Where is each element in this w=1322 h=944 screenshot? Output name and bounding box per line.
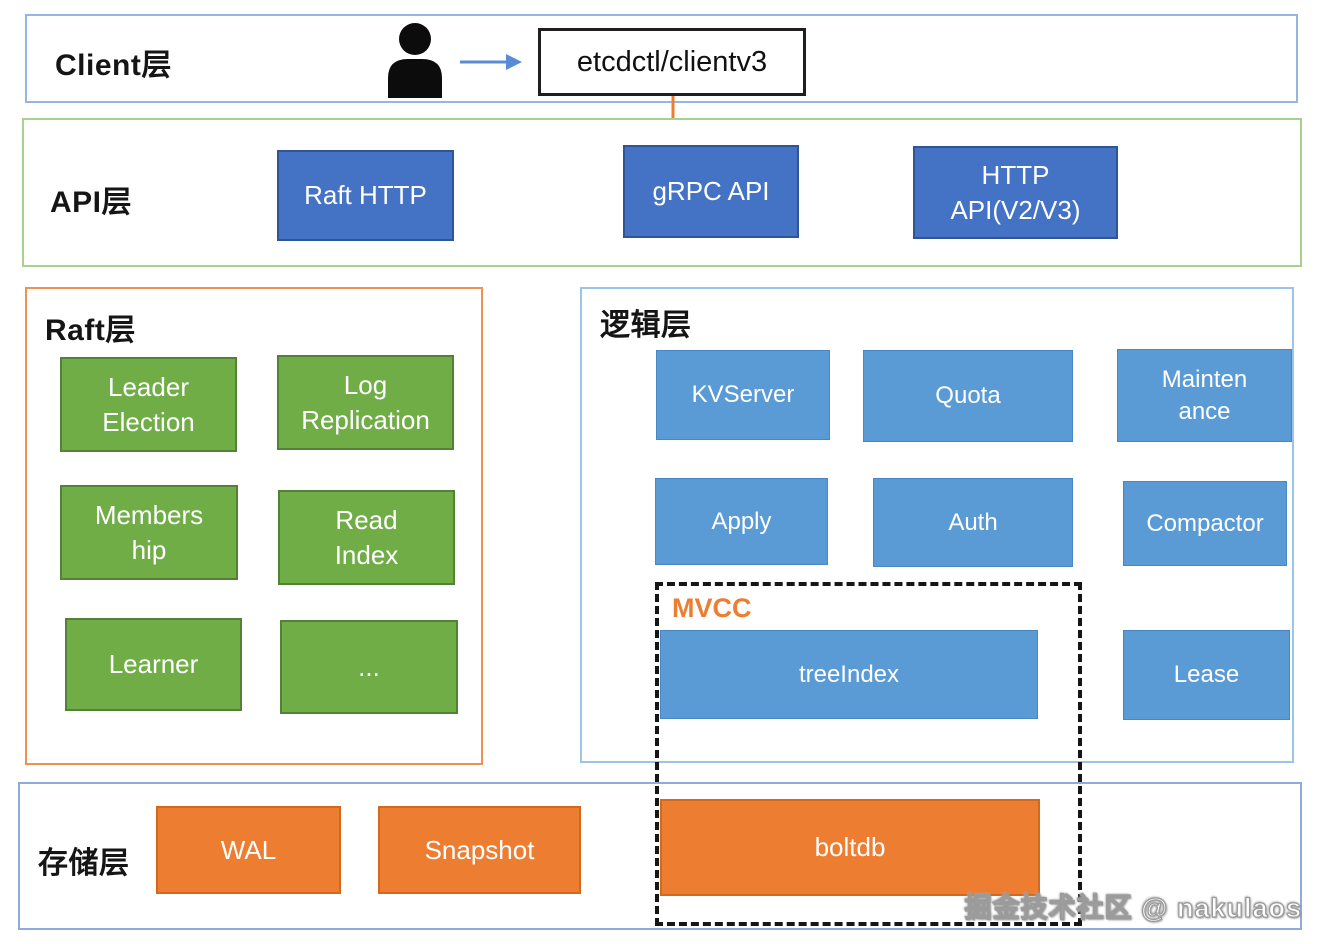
- quota-box: Quota: [863, 350, 1073, 442]
- raft-layer-label: Raft层: [45, 314, 136, 347]
- client-layer-label: Client层: [55, 49, 172, 82]
- snapshot-label: Snapshot: [424, 834, 535, 865]
- lease-box: Lease: [1123, 630, 1290, 720]
- learner-label: Learner: [108, 649, 199, 680]
- mvcc-dashed-region: [655, 582, 1082, 926]
- leader-election-box: Leader Election: [60, 357, 237, 452]
- apply-label: Apply: [711, 507, 772, 535]
- raft-http-box: Raft HTTP: [277, 150, 454, 241]
- raft-ellipsis-label: ...: [358, 651, 380, 682]
- snapshot-box: Snapshot: [378, 806, 581, 894]
- leader-election-label: Leader Election: [102, 372, 195, 437]
- membership-label: Membership: [94, 500, 204, 565]
- grpc-api-box: gRPC API: [623, 145, 799, 238]
- log-replication-box: Log Replication: [277, 355, 454, 450]
- mvcc-label: MVCC: [672, 593, 752, 623]
- maintenance-box: Maintenance: [1117, 349, 1292, 442]
- read-index-box: Read Index: [278, 490, 455, 585]
- api-layer-label: API层: [50, 186, 133, 219]
- auth-label: Auth: [948, 508, 998, 536]
- lease-label: Lease: [1173, 661, 1240, 689]
- apply-box: Apply: [655, 478, 828, 565]
- user-icon: [388, 23, 442, 98]
- log-replication-label: Log Replication: [301, 370, 430, 435]
- raft-http-label: Raft HTTP: [304, 180, 427, 211]
- boltdb-box: boltdb: [660, 799, 1040, 896]
- logic-layer-label: 逻辑层: [600, 309, 692, 342]
- learner-box: Learner: [65, 618, 242, 711]
- http-api-box: HTTP API(V2/V3): [913, 146, 1118, 239]
- wal-label: WAL: [220, 834, 277, 865]
- read-index-label: Read Index: [334, 505, 399, 570]
- etcdctl-clientv3-box: etcdctl/clientv3: [538, 28, 806, 96]
- client-arrow-icon: [460, 54, 522, 70]
- etcdctl-clientv3-label: etcdctl/clientv3: [576, 45, 768, 78]
- compactor-label: Compactor: [1146, 509, 1264, 537]
- treeindex-box: treeIndex: [660, 630, 1038, 719]
- treeindex-label: treeIndex: [798, 660, 900, 688]
- watermark: 掘金技术社区 @ nakulaos: [964, 892, 1302, 923]
- http-api-label: HTTP API(V2/V3): [950, 160, 1081, 225]
- kvserver-box: KVServer: [656, 350, 830, 440]
- maintenance-label: Maintenance: [1161, 365, 1248, 425]
- quota-label: Quota: [935, 382, 1001, 410]
- kvserver-label: KVServer: [691, 381, 795, 409]
- raft-ellipsis-box: ...: [280, 620, 458, 714]
- boltdb-label: boltdb: [814, 832, 886, 863]
- compactor-box: Compactor: [1123, 481, 1287, 566]
- membership-box: Membership: [60, 485, 238, 580]
- grpc-api-label: gRPC API: [652, 176, 770, 207]
- wal-box: WAL: [156, 806, 341, 894]
- auth-box: Auth: [873, 478, 1073, 567]
- storage-layer-label: 存储层: [38, 847, 130, 880]
